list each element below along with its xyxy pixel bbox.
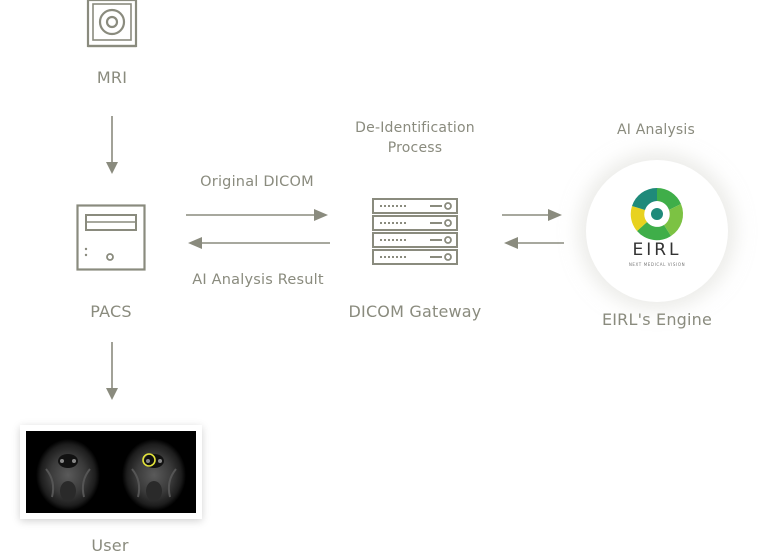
eirl-brand-text: EIRL xyxy=(632,240,682,260)
arrow-from-engine xyxy=(504,237,564,249)
deid-label-line1: De-Identification xyxy=(355,120,475,136)
pacs-label: PACS xyxy=(90,302,132,321)
arrow-to-engine xyxy=(502,209,562,221)
eirl-engine-badge: EIRL NEXT MEDICAL VISION xyxy=(586,160,728,302)
arrow-pacs-to-user xyxy=(106,342,118,400)
brain-scan-right xyxy=(122,439,186,511)
pacs-server-icon xyxy=(76,204,146,271)
arrow-ai-result xyxy=(188,237,330,249)
gateway-label: DICOM Gateway xyxy=(348,302,482,321)
brain-scan-left xyxy=(36,439,100,511)
mri-scanner-icon xyxy=(86,0,138,48)
arrow-mri-to-pacs xyxy=(106,116,118,174)
ai-analysis-label: AI Analysis xyxy=(616,122,696,138)
eirl-logo-icon xyxy=(630,187,684,241)
deid-label-line2: Process xyxy=(387,140,443,156)
mri-label: MRI xyxy=(96,68,128,87)
user-screen xyxy=(20,425,202,519)
brain-scan-image xyxy=(36,439,186,511)
lesion-marker xyxy=(142,453,156,467)
brain-scan-viewer xyxy=(26,431,196,513)
ai-result-label: AI Analysis Result xyxy=(192,272,324,288)
dicom-gateway-server-icon xyxy=(372,198,458,265)
user-label: User xyxy=(91,536,129,555)
arrow-original-dicom xyxy=(186,209,328,221)
engine-label: EIRL's Engine xyxy=(601,310,713,329)
eirl-tagline-text: NEXT MEDICAL VISION xyxy=(628,262,686,267)
original-dicom-label: Original DICOM xyxy=(200,174,314,190)
